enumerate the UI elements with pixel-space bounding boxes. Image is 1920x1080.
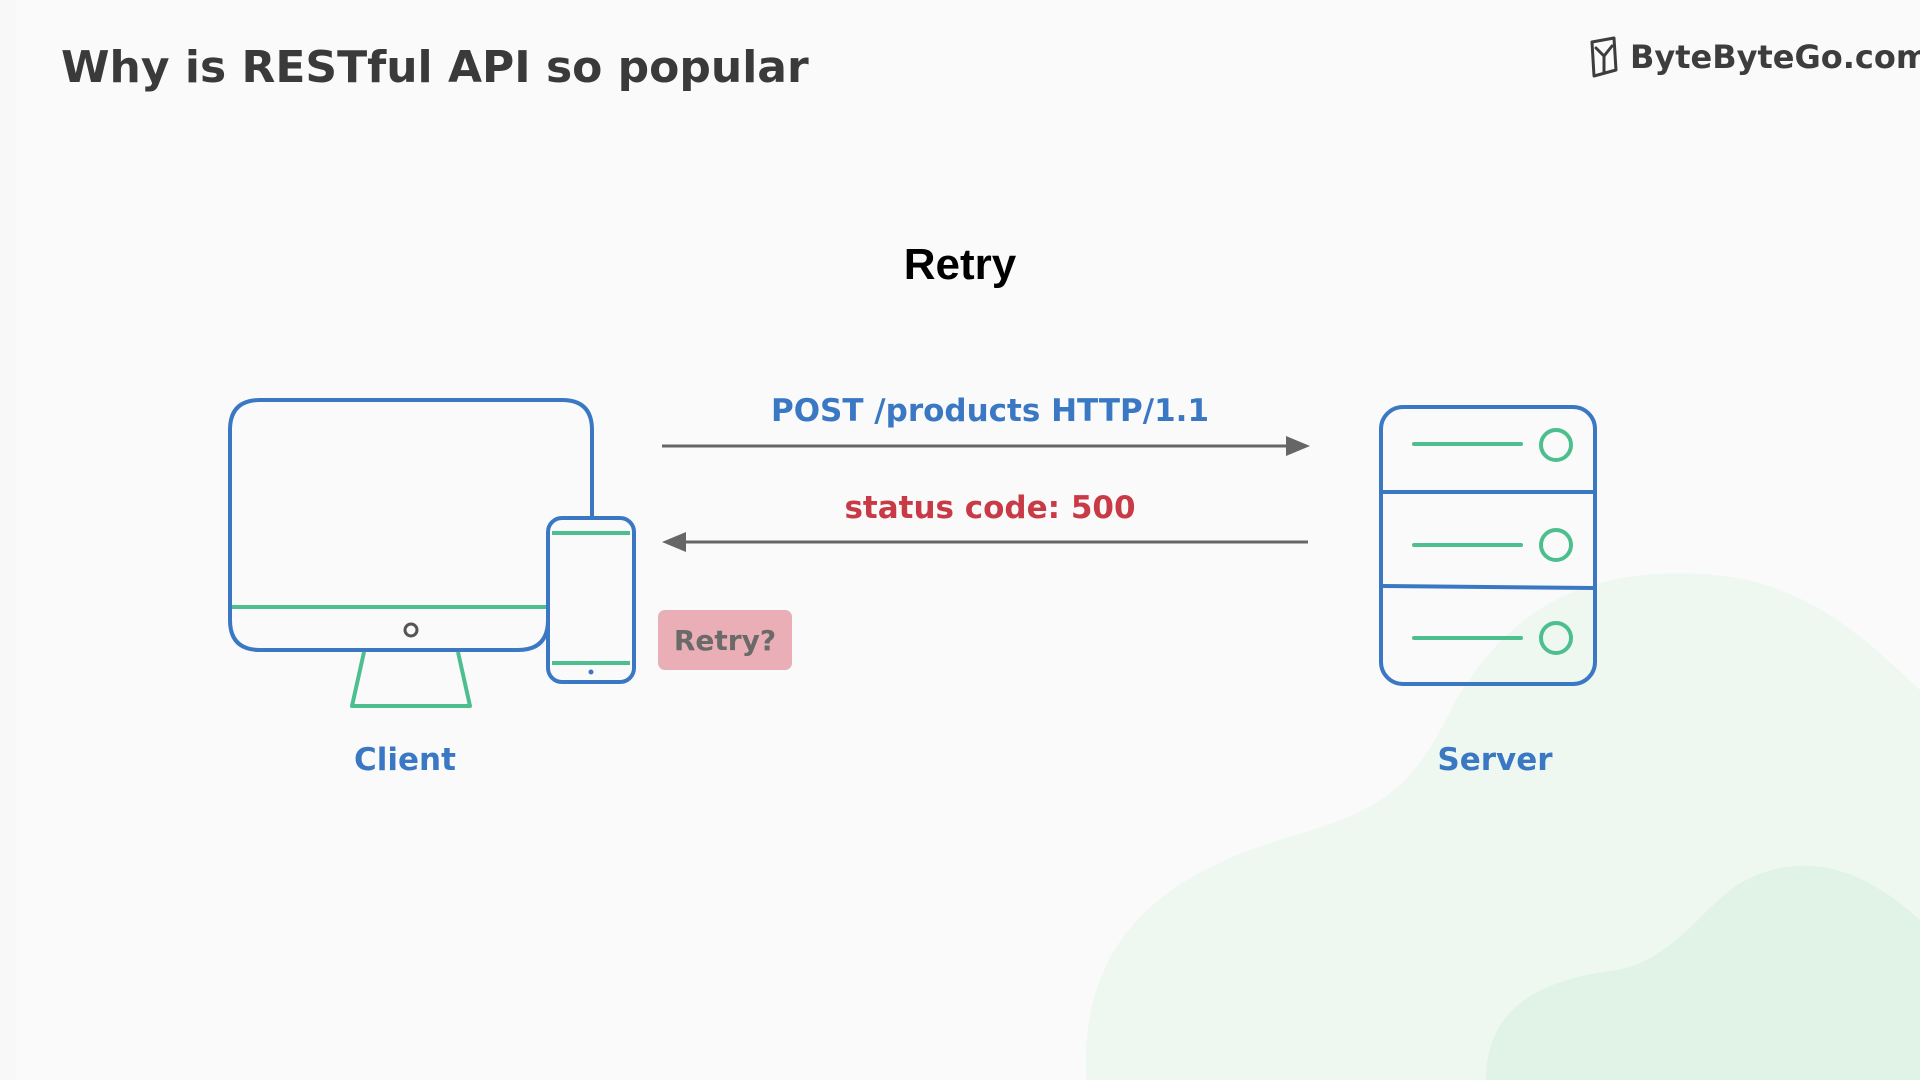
- request-arrow: [662, 436, 1310, 456]
- retry-badge: Retry?: [658, 610, 792, 670]
- brand-logo-text: ByteByteGo.com: [1630, 38, 1920, 76]
- desktop-and-phone-icon: [228, 398, 636, 708]
- page-title: Why is RESTful API so popular: [61, 42, 809, 93]
- server-label: Server: [1437, 742, 1553, 778]
- response-status-label: status code: 500: [844, 490, 1136, 526]
- bytebytego-logo-icon: [1590, 36, 1618, 78]
- client-label: Client: [354, 742, 456, 778]
- slide-canvas: [16, 0, 1920, 1080]
- brand-logo[interactable]: ByteByteGo.com: [1588, 36, 1920, 78]
- response-arrow: [662, 532, 1308, 552]
- request-label: POST /products HTTP/1.1: [770, 393, 1210, 429]
- background-decoration: [1085, 573, 1920, 1080]
- slide-heading: Retry: [903, 240, 1017, 289]
- server-rack-icon: [1379, 405, 1597, 686]
